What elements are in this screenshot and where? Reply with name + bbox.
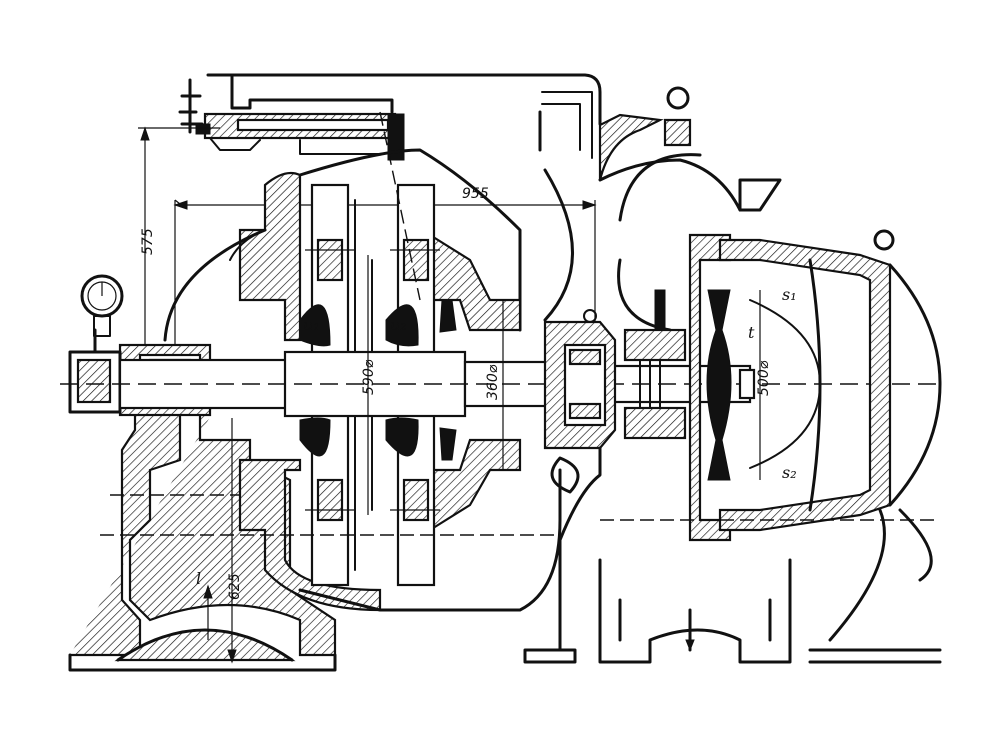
right-volute: [598, 86, 792, 664]
suction-housing: s₁ s₂: [718, 229, 942, 664]
label-s1: s₁: [782, 285, 797, 304]
foundation: [100, 494, 940, 536]
label-u1: u₁: [303, 315, 320, 334]
dimension-955: 955: [173, 186, 597, 420]
label-t: t: [748, 323, 755, 342]
label-l: l: [196, 569, 201, 588]
label-u2: u₂: [390, 315, 407, 334]
pressure-gauge: [80, 274, 124, 337]
dimension-625: 625 l: [196, 418, 243, 664]
dim-625-label: 625: [227, 573, 243, 600]
dim-955-label: 955: [462, 186, 489, 202]
dia-500-label: 500⌀: [756, 360, 772, 396]
dim-575-label: 575: [140, 228, 156, 255]
middle-bearing: [523, 309, 617, 664]
dia-360-label: 360⌀: [485, 364, 501, 400]
governor-valve: [178, 78, 405, 161]
dia-590-label: 590⌀: [361, 359, 377, 395]
shaft-seal: [623, 289, 687, 440]
label-s2: s₂: [782, 463, 797, 482]
main-casing: [163, 148, 574, 612]
top-steam-pipe: [206, 73, 602, 159]
